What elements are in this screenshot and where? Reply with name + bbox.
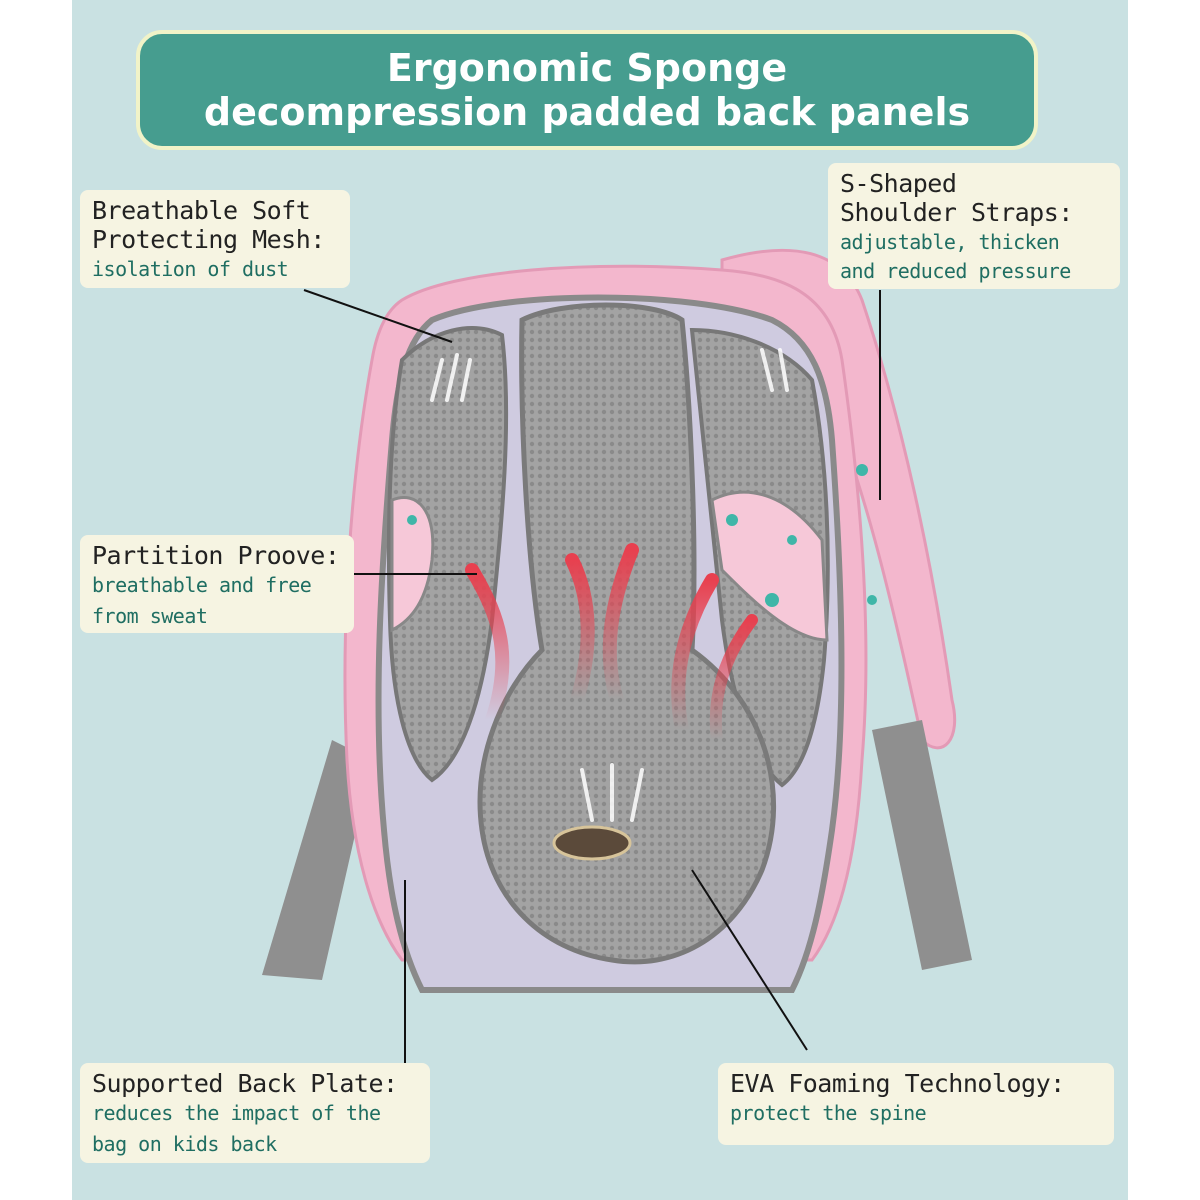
backpack-illustration xyxy=(262,248,972,1065)
side-strap-right xyxy=(872,720,972,970)
airflow-arrow xyxy=(602,543,639,707)
callout-straps-head1: S-Shaped xyxy=(840,169,957,198)
pink-pocket-right xyxy=(710,490,829,642)
airflow-streaks xyxy=(430,348,789,822)
callout-groove-head1: Partition Proove: xyxy=(92,541,340,570)
callout-mesh: Breathable Soft Protecting Mesh: isolati… xyxy=(80,190,350,288)
callout-eva-head1: EVA Foaming Technology: xyxy=(730,1069,1065,1098)
product-infographic: Ergonomic Sponge decompression padded ba… xyxy=(72,0,1128,1200)
callout-straps-sub2: and reduced pressure xyxy=(840,259,1071,283)
mesh-pad-left xyxy=(386,326,509,783)
airflow-arrow xyxy=(465,563,510,727)
banner-title-line2: decompression padded back panels xyxy=(203,90,971,134)
callout-eva: EVA Foaming Technology: protect the spin… xyxy=(718,1063,1114,1145)
brand-badge-icon xyxy=(552,825,632,861)
callout-mesh-head2: Protecting Mesh: xyxy=(92,225,325,254)
callout-plate: Supported Back Plate: reduces the impact… xyxy=(80,1063,430,1163)
callout-straps-sub1: adjustable, thicken xyxy=(840,230,1060,254)
callout-groove-sub1: breathable and free xyxy=(92,573,312,597)
side-strap-left xyxy=(262,740,372,980)
callout-groove: Partition Proove: breathable and free fr… xyxy=(80,535,354,633)
callout-eva-sub1: protect the spine xyxy=(730,1101,927,1125)
callout-plate-sub2: bag on kids back xyxy=(92,1132,277,1156)
mesh-pad-center xyxy=(477,302,776,965)
airflow-arrow xyxy=(709,614,758,746)
callout-plate-sub1: reduces the impact of the xyxy=(92,1101,381,1125)
leader-lines xyxy=(303,289,881,1065)
callout-mesh-head1: Breathable Soft xyxy=(92,196,311,225)
pink-pocket-left xyxy=(390,496,435,633)
airflow-arrow xyxy=(671,573,719,737)
callout-mesh-sub1: isolation of dust xyxy=(92,257,289,281)
title-banner: Ergonomic Sponge decompression padded ba… xyxy=(136,30,1038,150)
callout-groove-sub2: from sweat xyxy=(92,604,208,628)
airflow-arrow xyxy=(565,553,595,707)
callout-plate-head1: Supported Back Plate: xyxy=(92,1069,398,1098)
callout-straps-head2: Shoulder Straps: xyxy=(840,198,1073,227)
callout-straps: S-Shaped Shoulder Straps: adjustable, th… xyxy=(828,163,1120,289)
banner-title-line1: Ergonomic Sponge xyxy=(386,46,788,90)
